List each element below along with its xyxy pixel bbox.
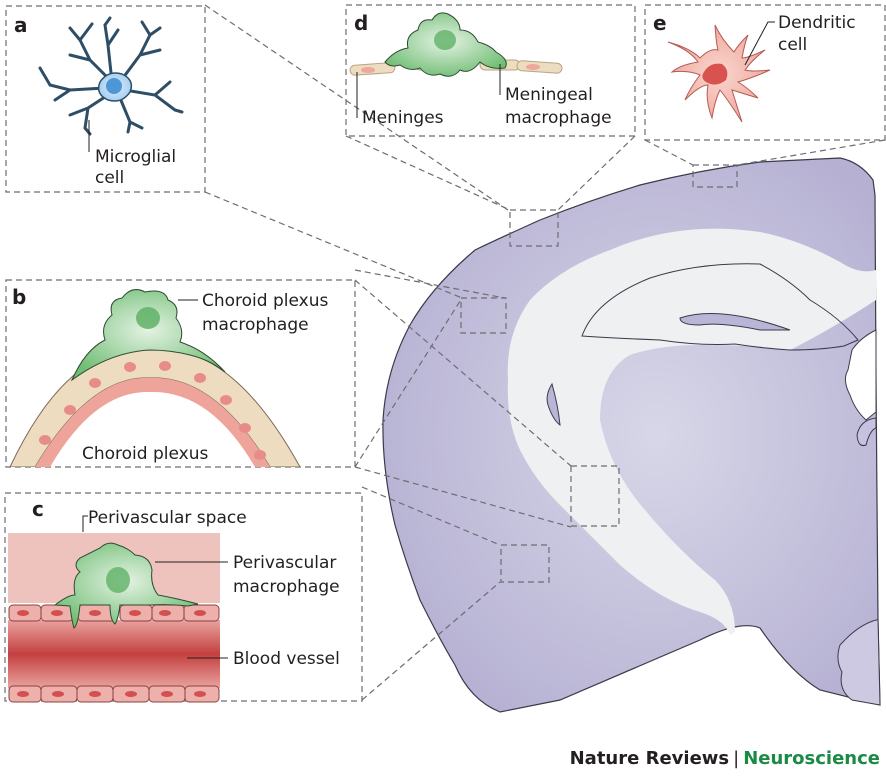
ventral-structure (837, 619, 881, 706)
panel-letter-c: c (32, 497, 44, 521)
epithelial-nuclei (39, 361, 266, 460)
label-choroid-macrophage: macrophage (202, 315, 309, 335)
label-perivascular-space: Perivascular space (88, 508, 247, 528)
midline-structure (844, 329, 877, 421)
panel-b: b Choroid plexus macrophage Choroid plex… (5, 279, 356, 468)
choroid-plexus-stroma (35, 377, 270, 467)
label-meningeal-macrophage: macrophage (505, 108, 612, 128)
label-blood-vessel: Blood vessel (233, 649, 340, 669)
label-microglial-cell: cell (95, 168, 124, 188)
midline-lobe (856, 417, 877, 446)
label-microglial: Microglial (95, 147, 176, 167)
label-dendritic-cell: cell (778, 35, 807, 55)
panel-d: d Meninges Meningeal macrophage (345, 4, 636, 137)
label-choroid-plexus: Choroid plexus (202, 291, 328, 311)
dendritic-cell-nucleus (702, 63, 728, 85)
region-markers (460, 164, 738, 583)
choroid-macrophage-nucleus (136, 307, 160, 329)
ventricle-inner (679, 313, 791, 331)
credit-separator: | (733, 748, 740, 769)
microglial-cell-illustration (38, 16, 184, 136)
panel-a: a Microglial cell (5, 5, 206, 193)
label-perivascular-macrophage: macrophage (233, 577, 340, 597)
journal-credit: Nature Reviews|Neuroscience (570, 748, 880, 769)
choroid-plexus-macrophage-cell (70, 289, 226, 382)
brain-outline (382, 157, 881, 713)
journal-section: Neuroscience (743, 748, 880, 769)
lateral-ventricle-outline (581, 263, 859, 351)
label-dendritic: Dendritic (778, 13, 856, 33)
microglia-nucleus (106, 78, 122, 94)
journal-name: Nature Reviews (569, 748, 730, 769)
label-perivascular: Perivascular (233, 553, 336, 573)
endothelial-cells-bottom (8, 685, 220, 703)
perivascular-macrophage-nucleus (106, 567, 130, 593)
panel-e: e Dendritic cell (644, 4, 886, 141)
brain-section (382, 157, 881, 713)
label-meningeal: Meningeal (505, 85, 593, 105)
panel-letter-e: e (653, 11, 667, 35)
panel-letter-b: b (12, 285, 26, 309)
panel-letter-a: a (14, 13, 28, 37)
meningeal-macrophage-nucleus (434, 30, 456, 50)
label-meninges: Meninges (362, 108, 444, 128)
blood-vessel (8, 620, 220, 688)
panel-c: c Per (4, 492, 363, 703)
endothelial-nuclei-bottom (17, 691, 206, 697)
endothelial-nuclei-top (17, 610, 206, 616)
label-choroid-plexus-tissue: Choroid plexus (82, 444, 208, 464)
small-ventricle (546, 382, 561, 427)
connector-lines (204, 4, 886, 701)
panel-letter-d: d (354, 11, 368, 35)
